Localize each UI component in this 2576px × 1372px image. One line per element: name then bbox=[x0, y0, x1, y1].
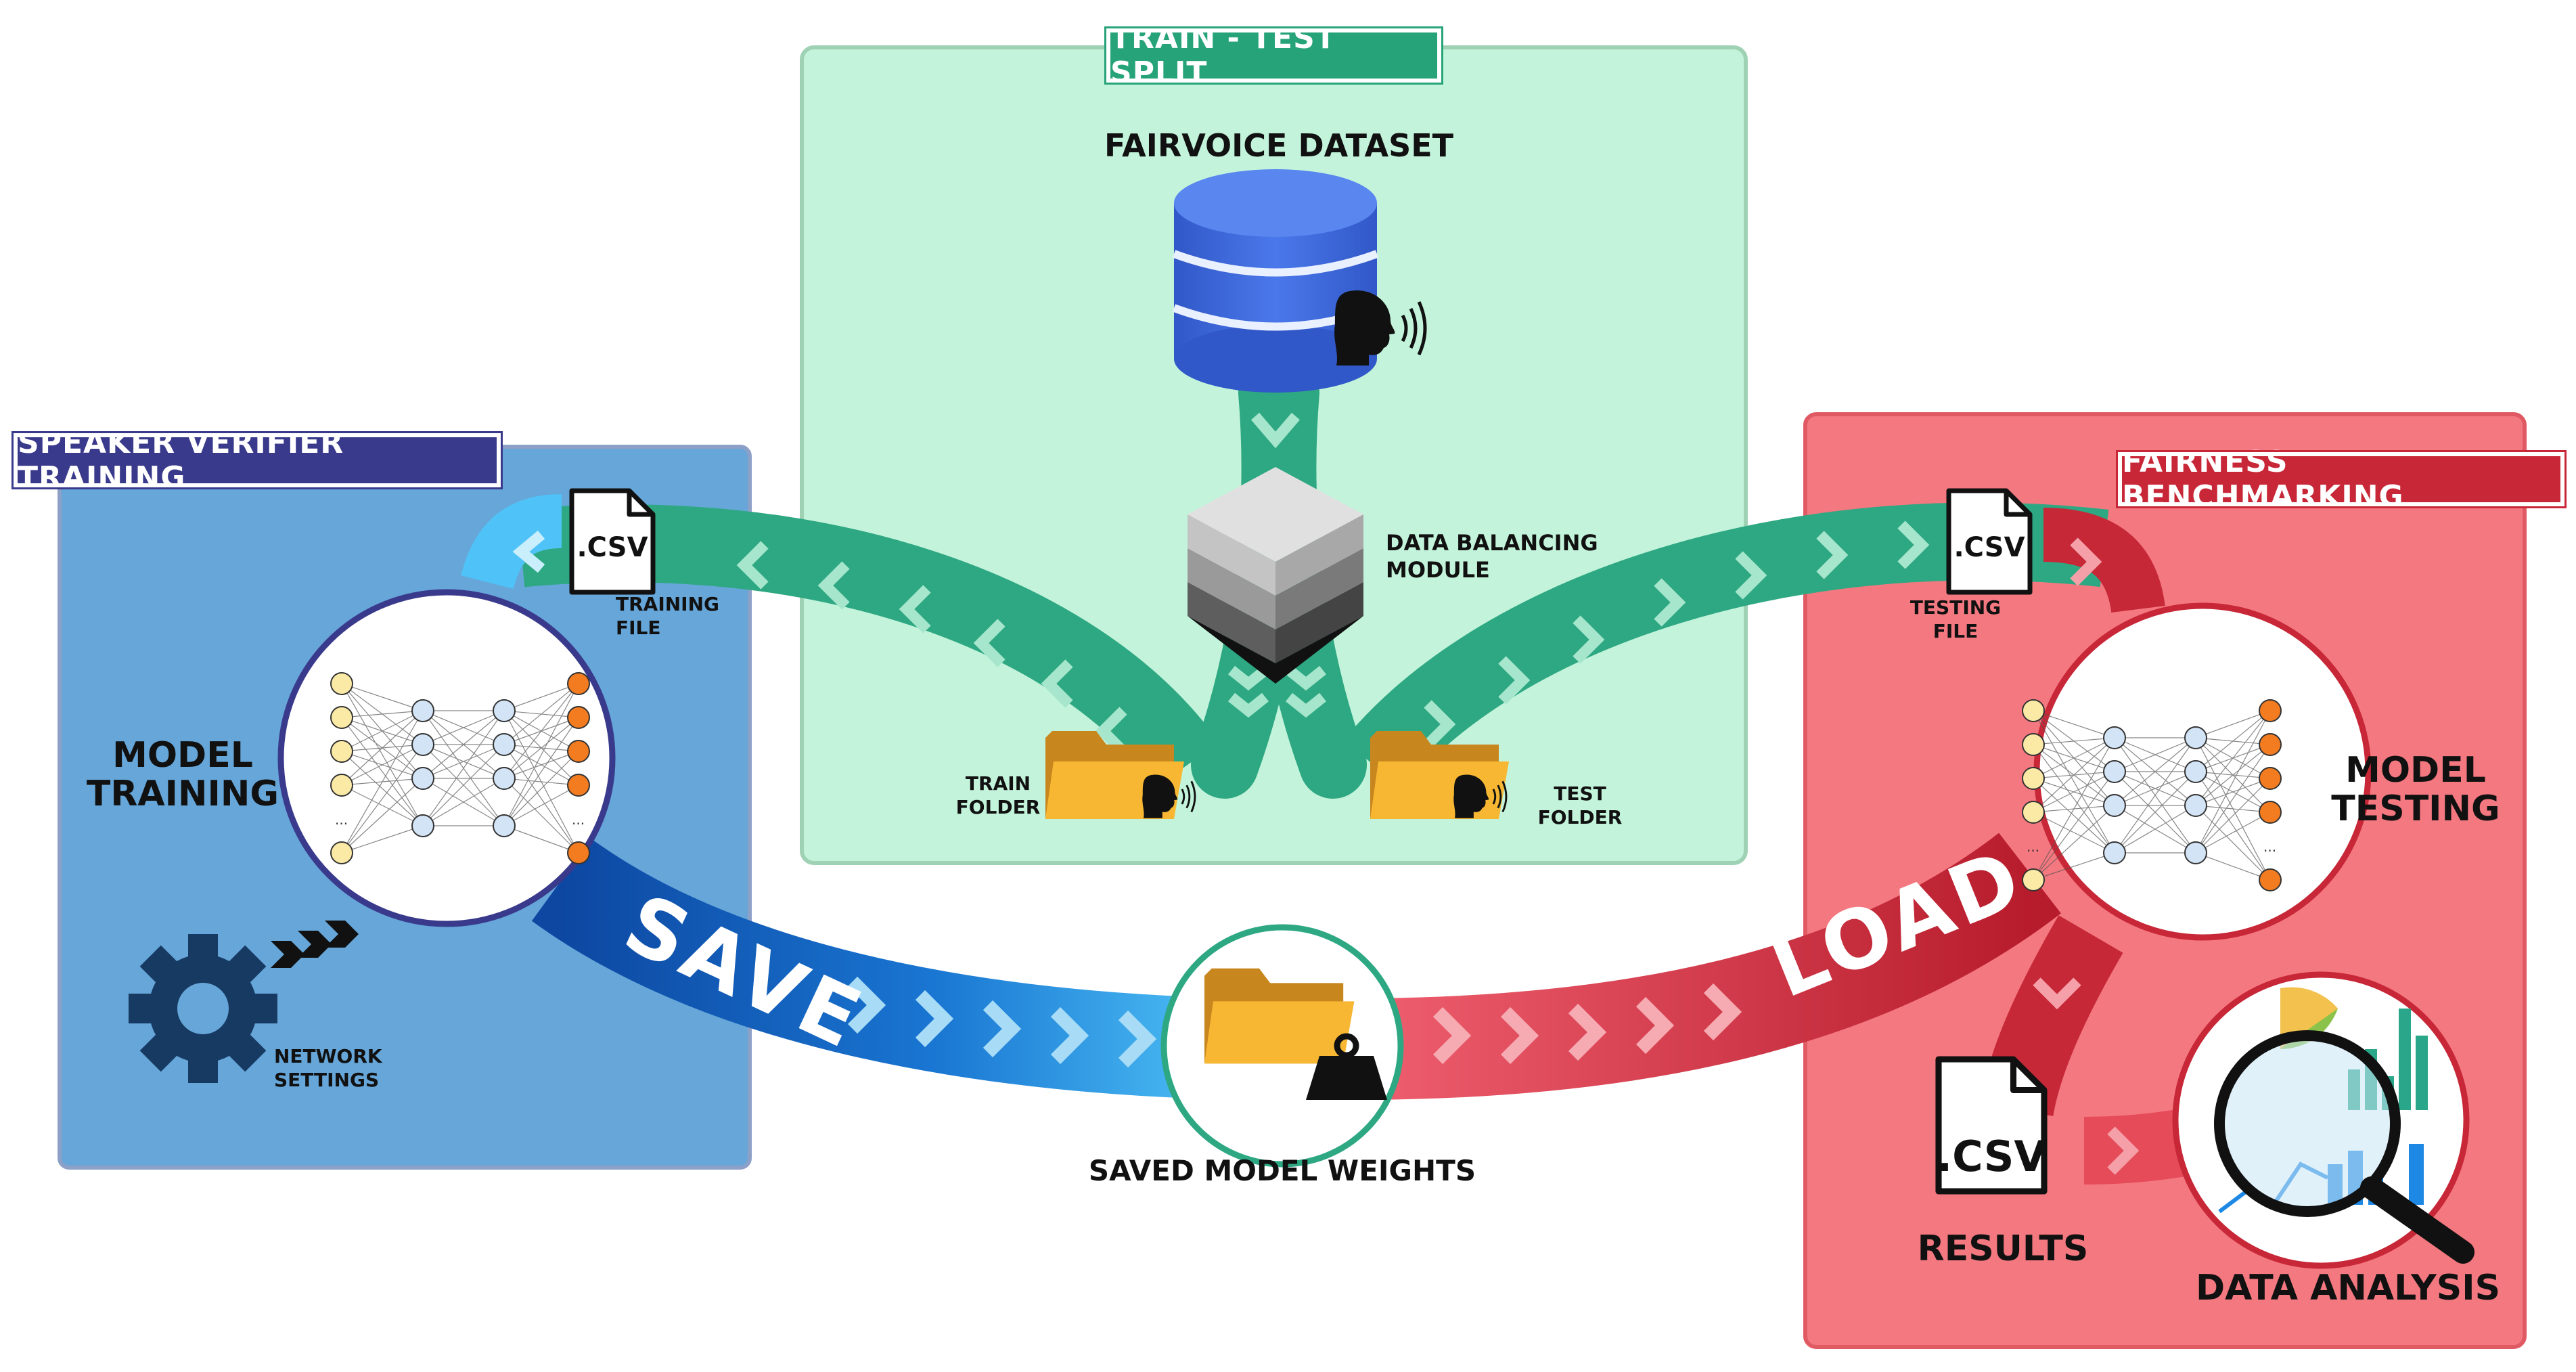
tag-split: Train - Test Split bbox=[1104, 21, 1443, 90]
gear-icon bbox=[129, 921, 359, 1083]
training-csv-label: .CSV bbox=[577, 532, 648, 563]
dataset-label: FairVoice Dataset bbox=[1104, 127, 1454, 164]
flow-load bbox=[1353, 833, 2061, 1100]
cube-stack-icon bbox=[1188, 467, 1363, 684]
magnifier-icon bbox=[2214, 1030, 2475, 1264]
weight-icon bbox=[1306, 1033, 1387, 1100]
results-label: Results bbox=[1917, 1229, 2089, 1269]
model-training-label: Model Training bbox=[86, 735, 279, 815]
test-folder-label: Test Folder bbox=[1537, 782, 1623, 828]
model-testing-label: Model Testing bbox=[2331, 750, 2500, 830]
saved-weights-label: Saved Model Weights bbox=[1088, 1154, 1476, 1187]
balancing-label: Data Balancing Module bbox=[1386, 530, 1598, 583]
training-file-label: Training File bbox=[616, 593, 720, 639]
testing-file-label: Testing File bbox=[1910, 596, 2002, 642]
network-settings-label: Network Settings bbox=[274, 1045, 382, 1091]
flow-save bbox=[531, 839, 1240, 1100]
tag-training: Speaker Verifier Training bbox=[12, 426, 503, 495]
data-analysis-label: Data Analysis bbox=[2195, 1268, 2501, 1308]
train-folder-label: Train Folder bbox=[955, 772, 1041, 818]
results-csv-label: .CSV bbox=[1937, 1132, 2047, 1181]
model-training-node bbox=[277, 589, 616, 927]
tag-fairness: Fairness Benchmarking bbox=[2116, 445, 2567, 514]
testing-csv-label: .CSV bbox=[1953, 532, 2025, 563]
